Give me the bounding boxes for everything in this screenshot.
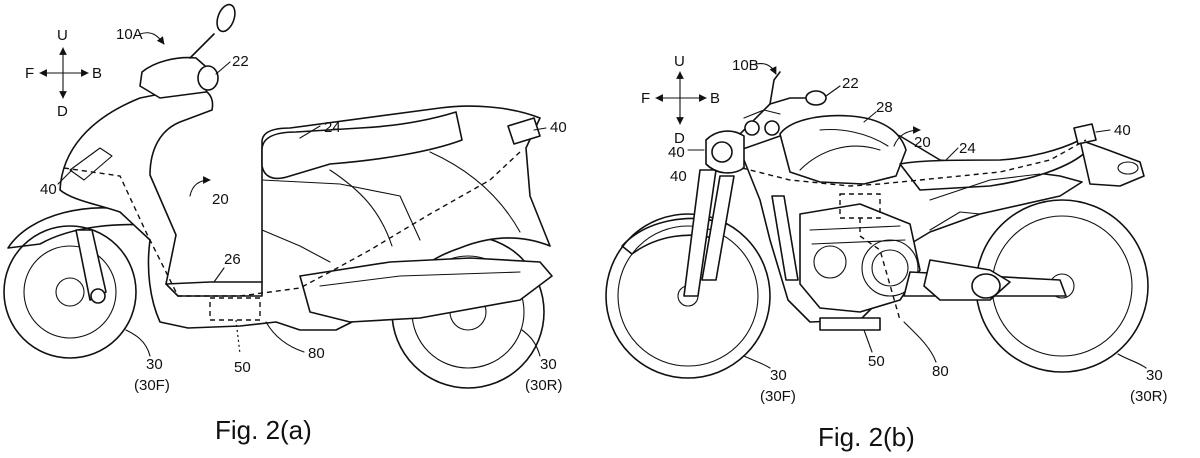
figure-b-motorcycle: U D F B [605,53,1168,452]
ref-rear-wheel-30r-b: (30R) [1130,388,1168,405]
figure-a-scooter: U D F B [3,3,567,445]
direction-front-label-b: F [641,90,650,107]
ref-seat-24: 24 [324,119,341,136]
caption-fig-2b: Fig. 2(b) [818,422,915,452]
swing-arm-a [299,257,553,323]
ref-front-wheel-30f-b: (30F) [760,388,796,405]
direction-down-label: D [57,103,68,120]
front-fork-b [683,169,735,297]
ref-front-lamp-40: 40 [40,181,57,198]
ref-body-20: 20 [212,191,229,208]
ref-rear-lamp-40: 40 [550,119,567,136]
engine-b [799,203,921,313]
ref-frame-80: 80 [308,345,325,362]
front-wheel-a [3,225,137,359]
direction-compass-b: U D F B [641,53,720,147]
caption-fig-2a: Fig. 2(a) [215,415,312,445]
ref-front-wheel-30-b: 30 [770,367,787,384]
ref-handle-22: 22 [232,53,249,70]
direction-back-label: B [92,65,102,82]
ref-front-wheel-30: 30 [146,356,163,373]
direction-up-label: U [57,27,68,44]
ref-unit-50-b: 50 [868,353,885,370]
ref-rear-wheel-30: 30 [540,356,557,373]
ref-front-wheel-30f: (30F) [134,377,170,394]
ref-unit-50: 50 [234,359,251,376]
motorcycle-body-20 [739,114,1145,331]
ref-handle-22-b: 22 [842,75,859,92]
direction-back-label-b: B [710,90,720,107]
ref-rear-wheel-30r: (30R) [525,377,563,394]
ref-vehicle-10b: 10B [732,57,759,74]
ref-rear-wheel-30-b: 30 [1146,367,1163,384]
ref-front-lamp-40-b: 40 [668,144,685,161]
seat-24 [261,111,463,180]
direction-down-label-b: D [674,130,685,147]
tank-28 [779,114,907,185]
handle-22-assembly-b [705,71,827,174]
direction-compass-a: U D F B [25,27,102,120]
ref-vehicle-10a: 10A [116,26,143,43]
ref-rear-lamp-40-b: 40 [1114,122,1131,139]
ref-frame-80-b: 80 [932,363,949,380]
ref-front-lamp-40-b2: 40 [670,168,687,185]
ref-footboard-26: 26 [224,251,241,268]
handle-22-assembly [139,3,236,99]
direction-up-label-b: U [674,53,685,70]
ref-seat-24-b: 24 [959,140,976,157]
direction-front-label: F [25,65,34,82]
ref-tank-28: 28 [876,99,893,116]
ref-body-20-b: 20 [914,134,931,151]
scooter-body-20 [59,86,553,331]
front-wheel-b [605,213,771,379]
